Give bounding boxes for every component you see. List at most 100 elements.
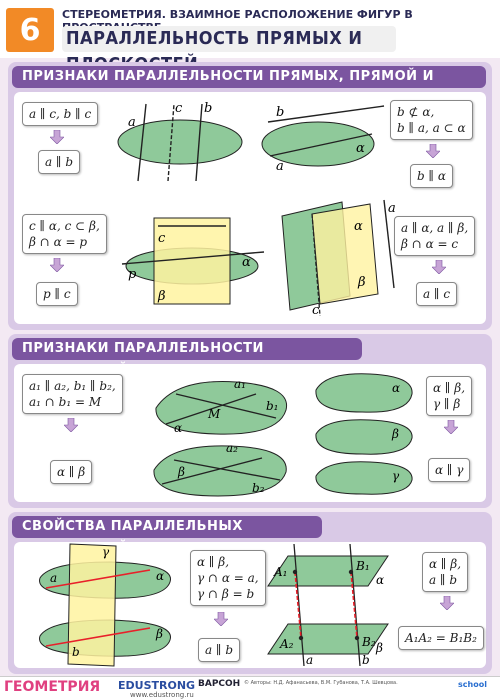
premise-box: 𝛼 ∥ β, γ ∩ 𝛼 = a, γ ∩ β = b [190, 550, 266, 606]
section-body: a b 𝛼 β γ 𝛼 ∥ β, γ ∩ 𝛼 = a, γ ∩ β = b a … [14, 542, 486, 668]
label-c: c [175, 101, 183, 116]
label-alpha: 𝛼 [174, 421, 182, 435]
result-box: b ∥ 𝛼 [410, 164, 453, 188]
result-box: p ∥ c [36, 282, 78, 306]
label-alpha: 𝛼 [156, 569, 164, 583]
result-box: a ∥ c [416, 282, 458, 306]
publisher2-logo: ВАРСОН [198, 679, 241, 689]
label-b1: b₁ [266, 399, 279, 413]
three-planes-diagram: 𝛼 β γ [315, 373, 413, 495]
publisher-logo: EDUSTRONG [118, 679, 196, 692]
label-b: b [362, 653, 370, 667]
down-arrow-icon [64, 418, 78, 432]
down-arrow-icon [432, 260, 446, 274]
down-arrow-icon [50, 258, 64, 272]
footer: ГЕОМЕТРИЯ EDUSTRONG www.edustrong.ru ВАР… [0, 676, 500, 700]
premise-line: 𝛼 ∥ β, [197, 555, 230, 569]
section-planes-properties: СВОЙСТВА ПАРАЛЛЕЛЬНЫХ ПЛОСКОСТЕЙ a b 𝛼 β… [8, 512, 492, 674]
result-box: A₁A₂ = B₁B₂ [398, 626, 484, 650]
parallel-lines-diagram: a c b [117, 101, 243, 182]
premise-line: γ ∩ 𝛼 = a, [197, 571, 259, 585]
label-M: M [207, 407, 221, 421]
down-arrow-icon [214, 612, 228, 626]
premise-line: 𝛼 ∥ β, [429, 557, 462, 571]
label-a: a [276, 159, 284, 174]
section-title: ПРИЗНАКИ ПАРАЛЛЕЛЬНОСТИ ПЛОСКОСТЕЙ [12, 338, 362, 378]
label-alpha: 𝛼 [242, 255, 251, 270]
premise-line: 𝛼 ∥ β, [433, 381, 466, 395]
label-beta: β [177, 465, 185, 479]
premise-line: β ∩ 𝛼 = p [29, 235, 88, 249]
section-body: a ∥ c, b ∥ c a ∥ b a c b b a 𝛼 [14, 92, 486, 324]
label-gamma: γ [392, 469, 400, 483]
result-box: a ∥ b [38, 150, 81, 174]
label-A2: A₂ [279, 637, 294, 651]
brand: ГЕОМЕТРИЯ [4, 679, 101, 695]
label-alpha: 𝛼 [392, 381, 400, 395]
premise-line: a ∥ b [429, 573, 458, 587]
premise-line: b ⊄ 𝛼, [397, 105, 435, 119]
premise-line: b ∥ a, a ⊂ 𝛼 [397, 121, 466, 135]
label-p: p [128, 267, 137, 282]
premise-box: 𝛼 ∥ β, a ∥ b [422, 552, 469, 592]
label-beta: β [375, 641, 383, 655]
label-b2: b₂ [252, 481, 265, 495]
label-a1: a₁ [234, 377, 246, 391]
two-planes-line-diagram: a c 𝛼 β [281, 199, 396, 318]
premise-line: a ∥ 𝛼, a ∥ β, [401, 221, 469, 235]
section-title: ПРИЗНАКИ ПАРАЛЛЕЛЬНОСТИ ПРЯМЫХ, ПРЯМОЙ И… [12, 66, 486, 106]
premise-line: c ∥ 𝛼, c ⊂ β, [29, 219, 100, 233]
section-planes-criteria: ПРИЗНАКИ ПАРАЛЛЕЛЬНОСТИ ПЛОСКОСТЕЙ a₁ ∥ … [8, 334, 492, 508]
down-arrow-icon [444, 420, 458, 434]
plane-intersection-diagram: p c 𝛼 β [121, 217, 265, 305]
premise-box: c ∥ 𝛼, c ⊂ β, β ∩ 𝛼 = p [22, 214, 107, 254]
label-B2: B₂ [361, 635, 376, 649]
publisher-url[interactable]: www.edustrong.ru [130, 691, 194, 699]
label-a: a [50, 571, 57, 585]
school-logo: school [458, 680, 487, 689]
secant-plane-diagram: a b 𝛼 β γ [39, 543, 171, 667]
premise-line: γ ∥ β [433, 397, 461, 411]
premise-box: b ⊄ 𝛼, b ∥ a, a ⊂ 𝛼 [390, 100, 473, 140]
authors-note: © Авторы: Н.Д. Афанасьева, В.М. Губанова… [244, 680, 398, 686]
section-title: СВОЙСТВА ПАРАЛЛЕЛЬНЫХ ПЛОСКОСТЕЙ [12, 516, 322, 556]
label-a: a [306, 653, 313, 667]
label-beta: β [157, 289, 166, 304]
result-box: a ∥ b [198, 638, 241, 662]
planes-criterion-diagram: a₁ b₁ M 𝛼 a₂ b₂ β [153, 377, 288, 497]
premise-box: a₁ ∥ a₂, b₁ ∥ b₂, a₁ ∩ b₁ = M [22, 374, 123, 414]
label-c: c [312, 303, 320, 318]
premise-box: a ∥ 𝛼, a ∥ β, β ∩ 𝛼 = c [394, 216, 476, 256]
label-b: b [204, 101, 212, 116]
sheet-number: 6 [6, 8, 54, 52]
premise-line: a₁ ∥ a₂, b₁ ∥ b₂, [29, 379, 116, 393]
down-arrow-icon [50, 130, 64, 144]
header: 6 СТЕРЕОМЕТРИЯ. ВЗАИМНОЕ РАСПОЛОЖЕНИЕ ФИ… [0, 0, 500, 75]
label-b: b [276, 105, 284, 120]
label-A1: A₁ [273, 565, 287, 579]
label-b: b [72, 645, 80, 659]
section-body: a₁ ∥ a₂, b₁ ∥ b₂, a₁ ∩ b₁ = M 𝛼 ∥ β a₁ b… [14, 364, 486, 502]
label-c: c [158, 231, 166, 246]
section-lines-planes: ПРИЗНАКИ ПАРАЛЛЕЛЬНОСТИ ПРЯМЫХ, ПРЯМОЙ И… [8, 62, 492, 330]
down-arrow-icon [426, 144, 440, 158]
premise-line: a₁ ∩ b₁ = M [29, 395, 102, 409]
line-plane-diagram: b a 𝛼 [261, 105, 385, 174]
page-title: ПАРАЛЛЕЛЬНОСТЬ ПРЯМЫХ И ПЛОСКОСТЕЙ [62, 26, 396, 75]
premise-line: γ ∩ β = b [197, 587, 255, 601]
label-a: a [128, 115, 136, 130]
label-gamma: γ [102, 545, 110, 559]
label-alpha: 𝛼 [354, 219, 363, 234]
label-a: a [388, 201, 396, 216]
result-box: 𝛼 ∥ β [50, 460, 93, 484]
label-alpha: 𝛼 [356, 141, 365, 156]
premise-box: a ∥ c, b ∥ c [22, 102, 99, 126]
premise-box: 𝛼 ∥ β, γ ∥ β [426, 376, 473, 416]
label-alpha: 𝛼 [376, 573, 384, 587]
premise-line: β ∩ 𝛼 = c [401, 237, 459, 251]
down-arrow-icon [440, 596, 454, 610]
segments-between-planes-diagram: A₁ B₁ A₂ B₂ 𝛼 β a b [267, 543, 389, 667]
label-beta: β [155, 627, 163, 641]
label-beta: β [357, 275, 366, 290]
